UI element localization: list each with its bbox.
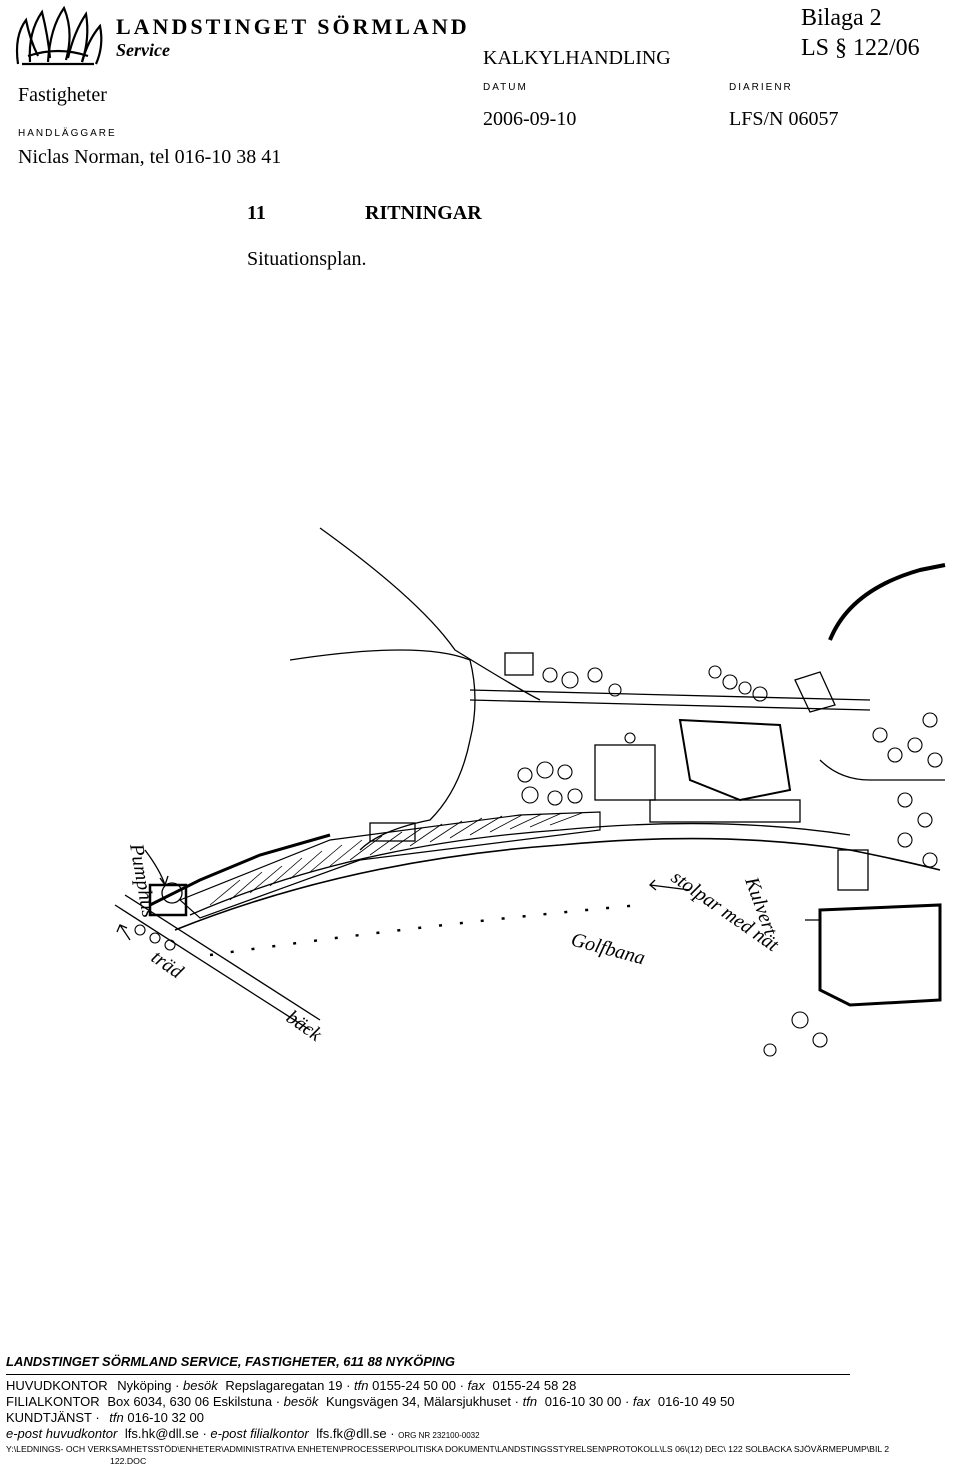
section-title: RITNINGAR (365, 202, 482, 224)
label-trad: träd (147, 946, 188, 984)
handler: Niclas Norman, tel 016-10 38 41 (18, 146, 282, 168)
label-pumphus: Pumphus (125, 841, 160, 919)
hatched-area (178, 811, 601, 919)
label-golfbana: Golfbana (569, 929, 648, 970)
doc-type: KALKYLHANDLING (483, 47, 671, 69)
building-main (678, 718, 792, 802)
attachment: Bilaga 2 (801, 5, 882, 31)
branch-fax: 016-10 49 50 (657, 1394, 735, 1409)
logo: LANDSTINGET SÖRMLAND Service (8, 6, 478, 66)
service-tel: 016-10 32 00 (127, 1410, 205, 1425)
branch-visit: Kungsvägen 34, Mälarsjukhuset (326, 1394, 512, 1409)
service-tel-label: tfn (109, 1410, 124, 1425)
building-small (594, 744, 656, 801)
branch-fax-label: fax (632, 1394, 651, 1409)
hq-fax: 0155-24 58 28 (492, 1378, 577, 1393)
org-nr: ORG NR 232100-0032 (398, 1431, 480, 1440)
hq-city: Nyköping (117, 1378, 172, 1393)
email-branch[interactable]: lfs.fk@dll.se (316, 1426, 387, 1441)
email-hq-label: e-post huvudkontor (6, 1426, 118, 1441)
hq-fax-label: fax (467, 1378, 485, 1393)
hq-name: HUVUDKONTOR (6, 1378, 108, 1393)
hq-tel-label: tfn (354, 1378, 369, 1393)
branch-visit-label: besök (283, 1394, 319, 1409)
trees (134, 665, 943, 1057)
branch-name: FILIALKONTOR (6, 1394, 100, 1409)
file-path-line2: 122.DOC (110, 1456, 147, 1466)
pumphouse (148, 883, 188, 917)
handler-label: HANDLÄGGARE (18, 128, 117, 139)
brook (114, 904, 311, 1031)
file-path-line1: Y:\LEDNINGS- OCH VERKSAMHETSSTÖD\ENHETER… (6, 1444, 890, 1454)
case-ref: LS § 122/06 (801, 35, 920, 61)
hq-tel: 0155-24 50 00 (372, 1378, 456, 1393)
access-road (469, 699, 871, 711)
registry: LFS/N 06057 (729, 108, 839, 130)
footer-hq-row: HUVUDKONTOR Nyköping · besök Repslagareg… (6, 1378, 577, 1393)
registry-label: DIARIENR (729, 82, 793, 93)
branch-box: Box 6034, 630 06 Eskilstuna (107, 1394, 273, 1409)
org-name: LANDSTINGET SÖRMLAND (116, 14, 470, 39)
lake-edge (289, 649, 476, 851)
site-plan-drawing: Pumphus stolpar med nät Golfbana Kulvert… (114, 527, 946, 1057)
hq-visit: Repslagaregatan 19 (225, 1378, 343, 1393)
org-unit: Service (116, 40, 170, 60)
road-main-edge (189, 822, 851, 916)
lotus-logo-icon (15, 6, 103, 66)
date-label: DATUM (483, 82, 528, 93)
section-subtitle: Situationsplan. (247, 248, 367, 270)
footer-email-row: e-post huvudkontor lfs.hk@dll.se · e-pos… (6, 1426, 480, 1441)
department: Fastigheter (18, 84, 107, 106)
branch-tel-label: tfn (522, 1394, 538, 1409)
service-name: KUNDTJÄNST (6, 1410, 92, 1425)
label-back: bäck (282, 1006, 326, 1046)
hq-visit-label: besök (183, 1378, 218, 1393)
footer-org-line: LANDSTINGET SÖRMLAND SERVICE, FASTIGHETE… (6, 1354, 456, 1369)
building-row (649, 799, 801, 823)
date: 2006-09-10 (483, 108, 577, 130)
branch-tel: 016-10 30 00 (544, 1394, 622, 1409)
shoreline-curve (319, 527, 541, 701)
road-main (174, 837, 941, 931)
email-hq[interactable]: lfs.hk@dll.se (124, 1426, 199, 1441)
section-number: 11 (247, 202, 266, 224)
footer-branch-row: FILIALKONTOR Box 6034, 630 06 Eskilstuna… (6, 1394, 735, 1409)
footer-service-row: KUNDTJÄNST · tfn 016-10 32 00 (6, 1410, 205, 1425)
email-branch-label: e-post filialkontor (210, 1426, 309, 1441)
footer-rule (6, 1374, 850, 1375)
curved-wall (828, 563, 946, 641)
building-right (818, 903, 942, 1007)
